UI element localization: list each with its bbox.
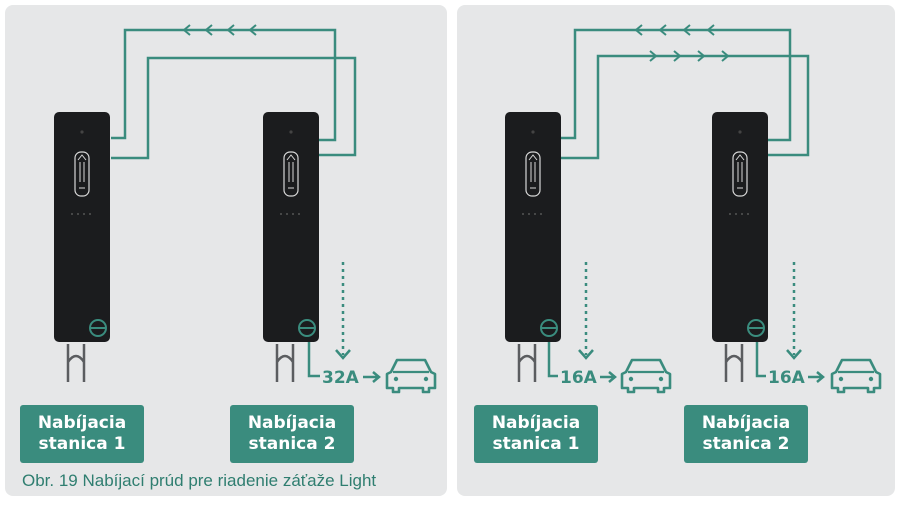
current-label: 16A [560,368,598,388]
station-label-1: Nabíjacia stanica 1 [474,405,598,463]
car-icon [620,358,672,394]
station-label-line: Nabíjacia [701,413,791,433]
station-label-line: stanica 2 [248,434,336,454]
arrow-icon [363,371,825,383]
station-label-1: Nabíjacia stanica 1 [20,405,144,463]
current-label: 32A [322,368,360,388]
left-signal-arrows [182,24,257,36]
figure-caption: Obr. 19 Nabíjací prúd pre riadenie záťaž… [22,471,377,490]
right-signal-arrows [634,24,730,62]
charger-icon [710,110,770,384]
charger-icon [52,110,112,384]
station-label-line: stanica 2 [702,434,790,454]
station-label-2: Nabíjacia stanica 2 [684,405,808,463]
station-label-2: Nabíjacia stanica 2 [230,405,354,463]
station-label-line: Nabíjacia [37,413,127,433]
car-icon [385,358,437,394]
right-wiring [561,28,810,160]
current-label: 16A [768,368,806,388]
left-wiring [111,28,357,160]
station-label-line: Nabíjacia [491,413,581,433]
charger-icon [261,110,321,384]
station-label-line: stanica 1 [492,434,580,454]
car-icon [830,358,882,394]
charger-icon [503,110,563,384]
station-label-line: Nabíjacia [247,413,337,433]
flow-arrows [335,262,802,360]
station-label-line: stanica 1 [38,434,126,454]
cable-lines [307,342,766,378]
